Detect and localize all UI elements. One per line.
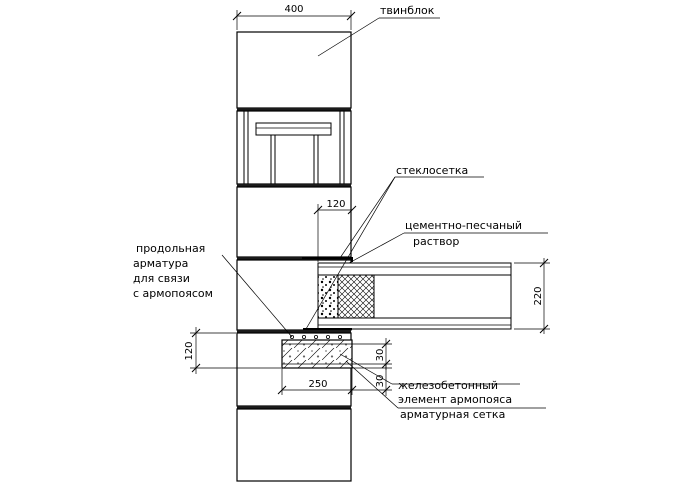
label-mortar-line1: цементно-песчаный bbox=[405, 219, 522, 232]
label-fiberglass-mesh: стеклосетка bbox=[396, 164, 468, 177]
dim-120-left: 120 bbox=[184, 327, 281, 374]
slab-end-insulation bbox=[337, 274, 375, 319]
label-rebar-line4: с армопоясом bbox=[133, 287, 213, 300]
wall-column bbox=[236, 31, 352, 482]
wall-block-3 bbox=[236, 186, 352, 258]
floor-slab bbox=[317, 262, 512, 330]
leader-lines bbox=[221, 17, 548, 409]
mortar-seam-1 bbox=[237, 108, 351, 111]
mortar-seam-5 bbox=[237, 406, 351, 409]
fiberglass-mesh bbox=[302, 257, 353, 330]
label-twinblock: твинблок bbox=[380, 4, 435, 17]
dim-30-lower-text: 30 bbox=[375, 375, 386, 388]
label-rebar-line3: для связи bbox=[133, 272, 190, 285]
label-rebar-line2: арматура bbox=[133, 257, 188, 270]
rc-beam-element bbox=[281, 334, 353, 369]
wall-block-2-cutaway bbox=[236, 110, 352, 185]
dim-30-upper-text: 30 bbox=[375, 349, 386, 362]
label-rebar-line1: продольная bbox=[136, 242, 205, 255]
mortar-seam-4 bbox=[237, 330, 351, 333]
mortar-seam-2 bbox=[237, 184, 351, 187]
dim-250: 250 bbox=[277, 368, 357, 395]
wall-block-1 bbox=[236, 31, 352, 109]
dim-250-text: 250 bbox=[308, 379, 327, 390]
label-mortar-line2: раствор bbox=[413, 235, 459, 248]
label-mesh: арматурная сетка bbox=[400, 408, 505, 421]
wall-block-6 bbox=[236, 408, 352, 482]
dim-400-text: 400 bbox=[284, 4, 303, 15]
mortar-seam-3 bbox=[237, 257, 351, 260]
slab-end-gravel bbox=[317, 274, 339, 319]
label-beam-line2: элемент армопояса bbox=[398, 393, 512, 406]
dim-220: 220 bbox=[514, 258, 550, 334]
dim-30-lower: 30 bbox=[352, 364, 392, 396]
dim-220-text: 220 bbox=[533, 286, 544, 305]
dim-400: 400 bbox=[232, 4, 356, 30]
dim-120-top-text: 120 bbox=[326, 199, 345, 210]
dim-120-left-text: 120 bbox=[184, 341, 195, 360]
dim-120-top: 120 bbox=[313, 199, 357, 262]
label-beam-line1: железобетонный bbox=[398, 379, 498, 392]
